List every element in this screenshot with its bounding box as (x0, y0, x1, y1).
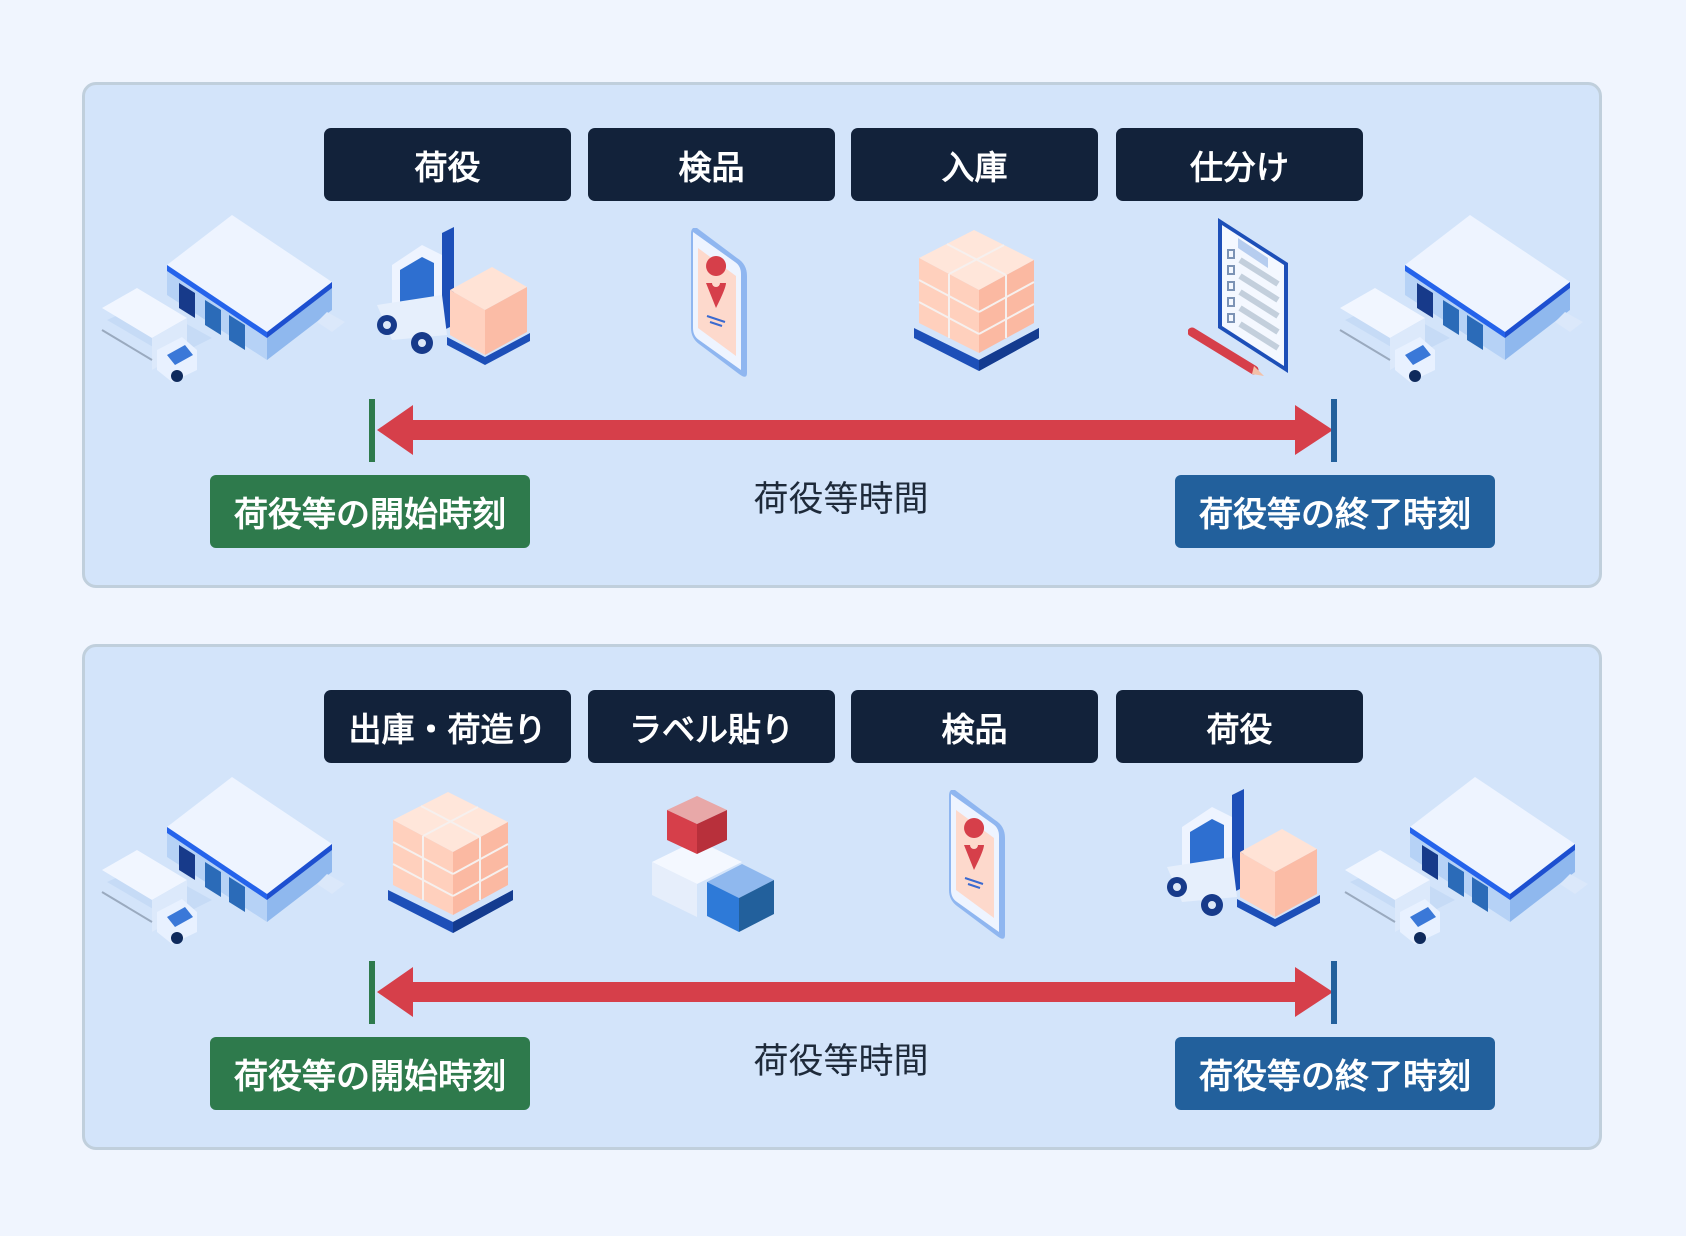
panel-inbound: 荷役 検品 入庫 仕分け 荷役等の開始時刻 荷役等時間 荷役等の終了時刻 (82, 82, 1602, 588)
warehouse-icon (1340, 772, 1590, 947)
pallet-boxes-icon (388, 790, 513, 935)
labeled-boxes-icon (652, 792, 774, 937)
end-marker (1331, 399, 1337, 462)
start-time-label: 荷役等の開始時刻 (210, 1037, 530, 1110)
panel-outbound: 出庫・荷造り ラベル貼り 検品 荷役 荷役等の開始時刻 荷役等時間 荷役等の終了… (82, 644, 1602, 1150)
start-marker (369, 961, 375, 1024)
warehouse-icon (97, 210, 347, 385)
step-label: ラベル貼り (588, 690, 835, 763)
step-label: 荷役 (324, 128, 571, 201)
step-label: 検品 (588, 128, 835, 201)
duration-label: 荷役等時間 (753, 1042, 929, 1082)
step-label: 入庫 (851, 128, 1098, 201)
forklift-icon (372, 225, 532, 375)
smartphone-location-icon (947, 790, 1007, 940)
clipboard-checklist-icon (1188, 218, 1293, 378)
start-time-label: 荷役等の開始時刻 (210, 475, 530, 548)
step-label: 仕分け (1116, 128, 1363, 201)
start-marker (369, 399, 375, 462)
pallet-boxes-icon (914, 228, 1039, 373)
duration-arrow (377, 967, 1333, 1017)
forklift-icon (1162, 787, 1322, 937)
duration-arrow (377, 405, 1333, 455)
smartphone-location-icon (689, 228, 749, 378)
duration-label: 荷役等時間 (753, 480, 929, 520)
step-label: 出庫・荷造り (324, 690, 571, 763)
step-label: 検品 (851, 690, 1098, 763)
end-time-label: 荷役等の終了時刻 (1175, 1037, 1495, 1110)
warehouse-icon (1335, 210, 1585, 385)
end-marker (1331, 961, 1337, 1024)
end-time-label: 荷役等の終了時刻 (1175, 475, 1495, 548)
step-label: 荷役 (1116, 690, 1363, 763)
warehouse-icon (97, 772, 347, 947)
